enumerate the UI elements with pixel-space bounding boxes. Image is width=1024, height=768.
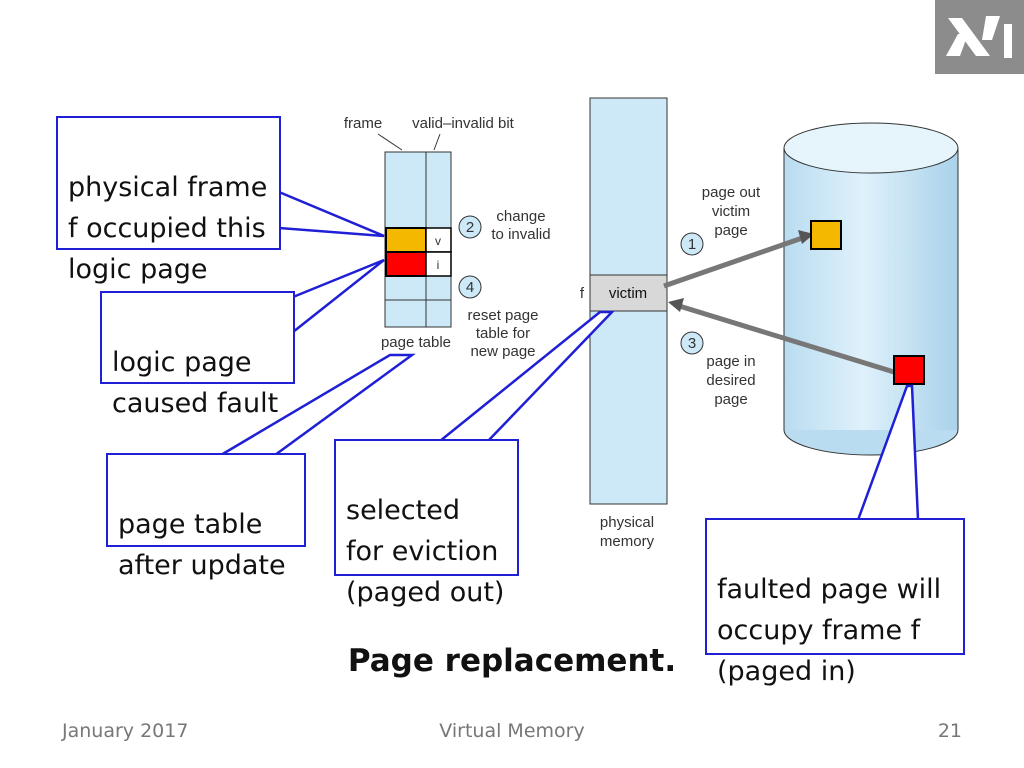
page-in-arrowhead: [668, 298, 684, 312]
bit-pointer-line: [433, 133, 441, 151]
page-table: [384, 151, 452, 328]
step-3-line-1: page in: [706, 353, 755, 370]
step-4-line-1: reset page: [468, 307, 539, 324]
slide-title: Page replacement.: [347, 643, 677, 679]
step-1-line-1: page out: [702, 184, 761, 201]
valid-invalid-label: valid–invalid bit: [412, 115, 515, 132]
step-3-circle: [680, 331, 704, 355]
footer-topic: Virtual Memory: [439, 720, 585, 742]
page-table-label: page table: [381, 334, 451, 351]
step-3-line-3: page: [714, 391, 747, 408]
step-3-number: 3: [688, 335, 696, 352]
fault-entry-bit: [425, 251, 452, 277]
callout-page-table-after: page table after update: [106, 453, 306, 581]
page-in-arrow: [675, 302, 895, 375]
bit-v-label: v: [435, 234, 441, 248]
fault-entry-frame: [385, 251, 427, 277]
page-out-arrow: [663, 233, 809, 289]
step-2-number: 2: [466, 219, 474, 236]
step-2-line-1: change: [496, 208, 545, 225]
step-1-circle: [680, 232, 704, 256]
callout-faulted-page: faulted page will occupy frame f (paged …: [705, 518, 965, 687]
step-1-line-2: victim: [712, 203, 750, 220]
callout-logic-page: logic page caused fault: [100, 291, 295, 419]
footer-date: January 2017: [62, 720, 189, 742]
callout-page-table-after-text: page table after update: [118, 509, 286, 581]
bit-i-label: i: [437, 258, 440, 272]
callout-pointer-logic-page: [291, 258, 385, 335]
f-label: f: [580, 285, 585, 302]
physical-memory-line-1: physical: [600, 514, 654, 531]
step-3-line-2: desired: [706, 372, 755, 389]
step-1-line-3: page: [714, 222, 747, 239]
callout-logic-page-text: logic page caused fault: [112, 347, 279, 419]
callout-selected-eviction-text: selected for eviction (paged out): [346, 495, 505, 608]
step-2-line-2: to invalid: [491, 226, 550, 243]
faulted-page-on-disk: [893, 355, 925, 385]
step-4-number: 4: [466, 279, 474, 296]
frame-pointer-line: [377, 133, 403, 151]
step-2-circle: [458, 215, 482, 239]
victim-entry-frame: [385, 227, 427, 253]
victim-frame: [589, 274, 668, 312]
backing-store-cylinder: [783, 122, 959, 456]
victim-label: victim: [609, 285, 647, 302]
step-1-number: 1: [688, 236, 696, 253]
victim-page-on-disk: [810, 220, 842, 250]
callout-physical-frame-text: physical frame f occupied this logic pag…: [68, 172, 268, 285]
frame-label: frame: [344, 115, 382, 132]
step-4-line-3: new page: [470, 343, 535, 360]
callout-faulted-page-text: faulted page will occupy frame f (paged …: [717, 574, 942, 687]
callout-physical-frame: physical frame f occupied this logic pag…: [56, 116, 281, 285]
callout-selected-eviction: selected for eviction (paged out): [334, 439, 519, 608]
step-4-circle: [458, 275, 482, 299]
physical-memory-line-2: memory: [600, 533, 655, 550]
school-logo-icon: [935, 0, 1024, 74]
step-4-line-2: table for: [476, 325, 530, 342]
footer-page-number: 21: [937, 720, 962, 742]
callout-pointer-physical-frame: [277, 190, 385, 238]
victim-entry-bit: [425, 227, 452, 253]
